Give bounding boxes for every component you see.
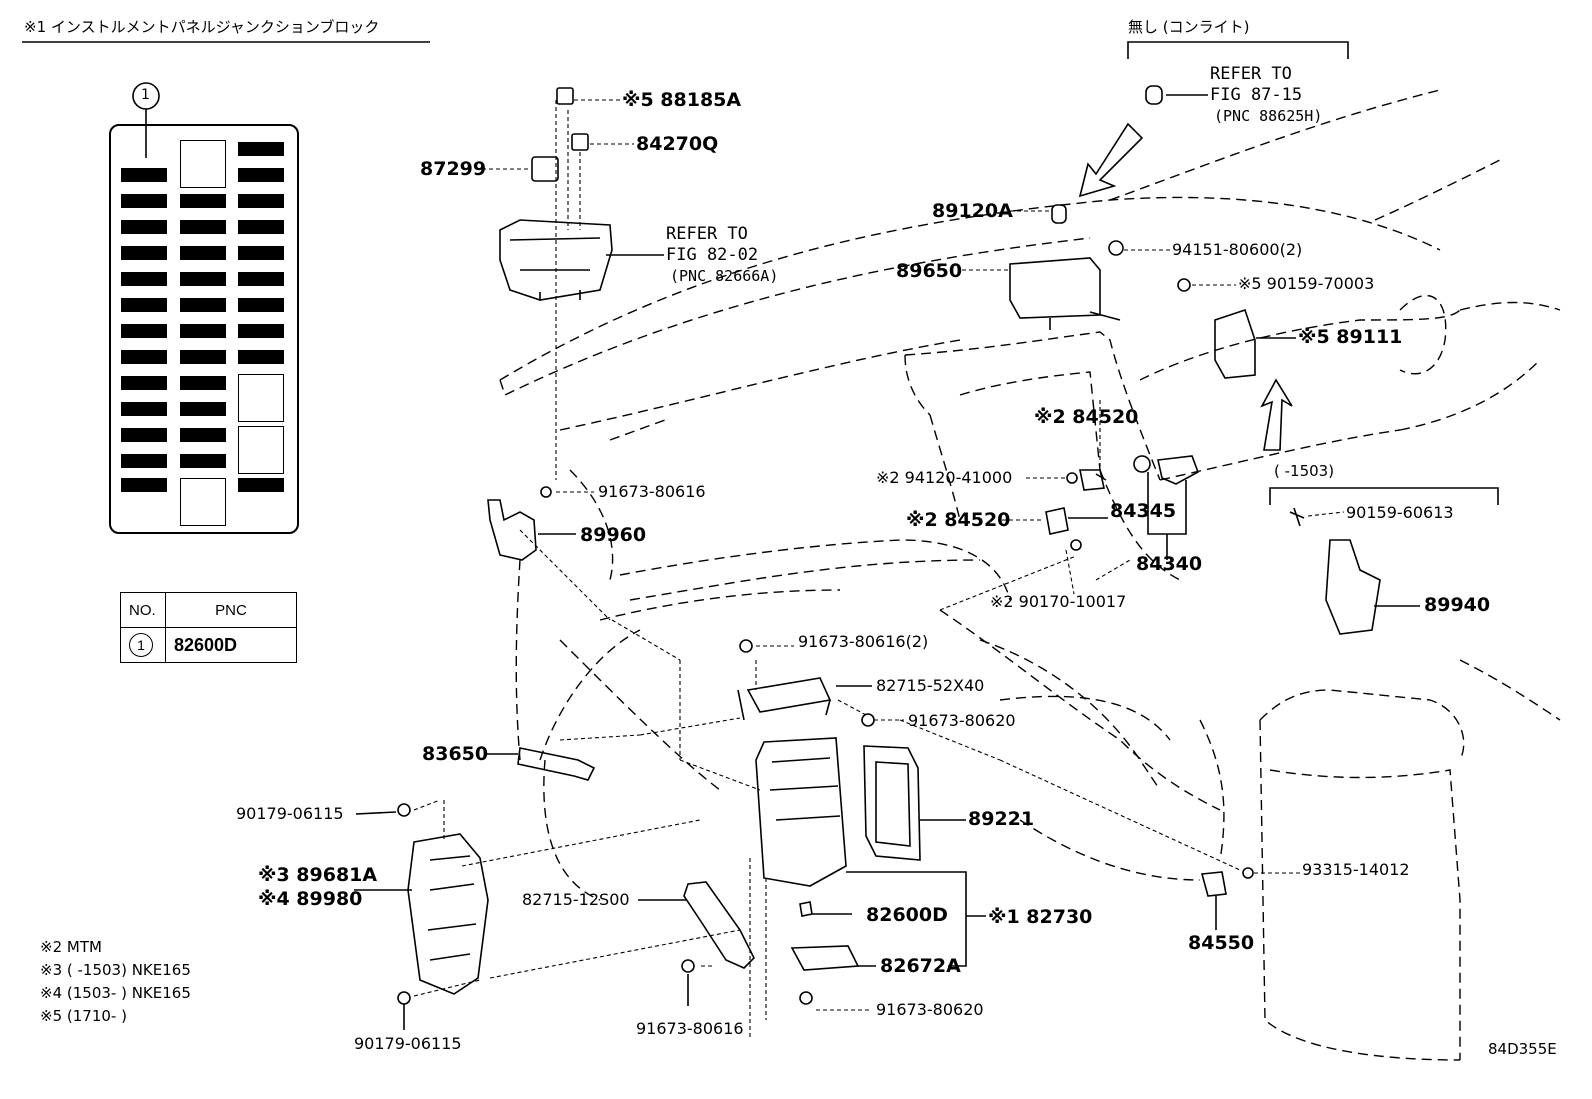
- fuse-slot: [180, 194, 226, 208]
- refer-top-line3: (PNC 88625H): [1214, 107, 1323, 125]
- label-82715-52X40: 82715-52X40: [876, 676, 985, 695]
- fuse-slot: [238, 324, 284, 338]
- label-91673-80620-a: 91673-80620: [908, 711, 1016, 730]
- fuse-slot: [180, 220, 226, 234]
- label-84520-upper: ※2 84520: [1034, 406, 1139, 428]
- fuse-slot: [121, 246, 167, 260]
- fuse-slot: [180, 454, 226, 468]
- note-2: ※2 MTM: [40, 938, 102, 956]
- note-4: ※4 (1503- ) NKE165: [40, 984, 191, 1002]
- label-91673-80616-b: 91673-80616(2): [798, 632, 929, 651]
- fuse-slot: [121, 350, 167, 364]
- label-82672A: 82672A: [880, 955, 961, 977]
- label-82730: ※1 82730: [988, 906, 1093, 928]
- label-83650: 83650: [422, 743, 489, 765]
- range-right: ( -1503): [1274, 462, 1335, 480]
- table-header-pnc: PNC: [165, 592, 297, 628]
- label-87299: 87299: [420, 158, 487, 180]
- label-84270Q: 84270Q: [636, 133, 719, 155]
- label-94151-80600: 94151-80600(2): [1172, 240, 1303, 259]
- table-row-no: 1: [129, 633, 153, 657]
- fuse-slot: [238, 194, 284, 208]
- refer-top-line1: REFER TO: [1210, 64, 1292, 84]
- pnc-table: NO. PNC 1 82600D: [120, 592, 297, 663]
- fuse-box-layout: [109, 124, 299, 534]
- label-93315-14012: 93315-14012: [1302, 860, 1410, 879]
- fuse-slot: [238, 168, 284, 182]
- label-88185A: ※5 88185A: [622, 89, 742, 111]
- note-3: ※3 ( -1503) NKE165: [40, 961, 191, 979]
- label-82715-12S00: 82715-12S00: [522, 890, 630, 909]
- table-header-no: NO.: [120, 592, 166, 628]
- label-89940: 89940: [1424, 594, 1491, 616]
- label-82600D: 82600D: [866, 904, 948, 926]
- refer-relay-line2: FIG 82-02: [666, 245, 759, 265]
- label-89681A: ※3 89681A: [258, 864, 378, 886]
- fuse-slot: [238, 478, 284, 492]
- label-90170-10017: ※2 90170-10017: [990, 592, 1127, 611]
- fuse-slot: [180, 272, 226, 286]
- label-91673-80620-b: 91673-80620: [876, 1000, 984, 1019]
- fuse-slot-empty: [238, 374, 284, 422]
- fuse-slot: [180, 350, 226, 364]
- refer-top-line2: FIG 87-15: [1210, 85, 1303, 105]
- label-89120A: 89120A: [932, 200, 1013, 222]
- label-89980: ※4 89980: [258, 888, 363, 910]
- label-89221: 89221: [968, 808, 1035, 830]
- fuse-slot: [238, 246, 284, 260]
- label-90159-70003: ※5 90159-70003: [1238, 274, 1375, 293]
- fuse-slot-empty: [180, 140, 226, 188]
- fuse-slot: [180, 428, 226, 442]
- fuse-slot: [121, 298, 167, 312]
- fuse-legend-marker: 1: [141, 87, 150, 103]
- fuse-slot: [238, 350, 284, 364]
- fuse-slot: [121, 478, 167, 492]
- conlight-header: 無し (コンライト): [1128, 18, 1250, 36]
- fuse-slot: [238, 272, 284, 286]
- label-89960: 89960: [580, 524, 647, 546]
- label-84345: 84345: [1110, 500, 1177, 522]
- table-row-no-cell: 1: [120, 627, 166, 663]
- fuse-slot: [238, 220, 284, 234]
- label-84550: 84550: [1188, 932, 1255, 954]
- label-91673-80616-c: 91673-80616: [636, 1019, 744, 1038]
- fuse-slot: [238, 298, 284, 312]
- fuse-slot: [180, 298, 226, 312]
- fuse-slot: [121, 194, 167, 208]
- fuse-slot: [180, 402, 226, 416]
- fuse-slot: [121, 324, 167, 338]
- fuse-slot: [121, 220, 167, 234]
- diagram-id: 84D355E: [1488, 1040, 1557, 1058]
- fuse-slot: [121, 402, 167, 416]
- fuse-slot: [121, 272, 167, 286]
- refer-relay-line3: (PNC 82666A): [670, 267, 779, 285]
- label-89650: 89650: [896, 260, 963, 282]
- fuse-slot: [121, 168, 167, 182]
- fuse-slot: [180, 246, 226, 260]
- junction-block-header: ※1 インストルメントパネルジャンクションブロック: [24, 18, 380, 36]
- label-94120-41000: ※2 94120-41000: [876, 468, 1013, 487]
- fuse-slot-empty: [238, 426, 284, 474]
- label-90159-60613: 90159-60613: [1346, 503, 1454, 522]
- fuse-slot: [121, 428, 167, 442]
- fuse-slot-empty: [180, 478, 226, 526]
- label-90179-06115-b: 90179-06115: [354, 1034, 462, 1053]
- label-89111: ※5 89111: [1298, 326, 1403, 348]
- fuse-slot: [121, 454, 167, 468]
- fuse-slot: [180, 376, 226, 390]
- fuse-slot: [180, 324, 226, 338]
- refer-relay-line1: REFER TO: [666, 224, 748, 244]
- fuse-slot: [121, 376, 167, 390]
- label-90179-06115-a: 90179-06115: [236, 804, 344, 823]
- label-84520-lower: ※2 84520: [906, 509, 1011, 531]
- note-5: ※5 (1710- ): [40, 1007, 127, 1025]
- table-row-pnc: 82600D: [165, 627, 297, 663]
- label-91673-80616-a: 91673-80616: [598, 482, 706, 501]
- label-84340: 84340: [1136, 553, 1203, 575]
- fuse-slot: [238, 142, 284, 156]
